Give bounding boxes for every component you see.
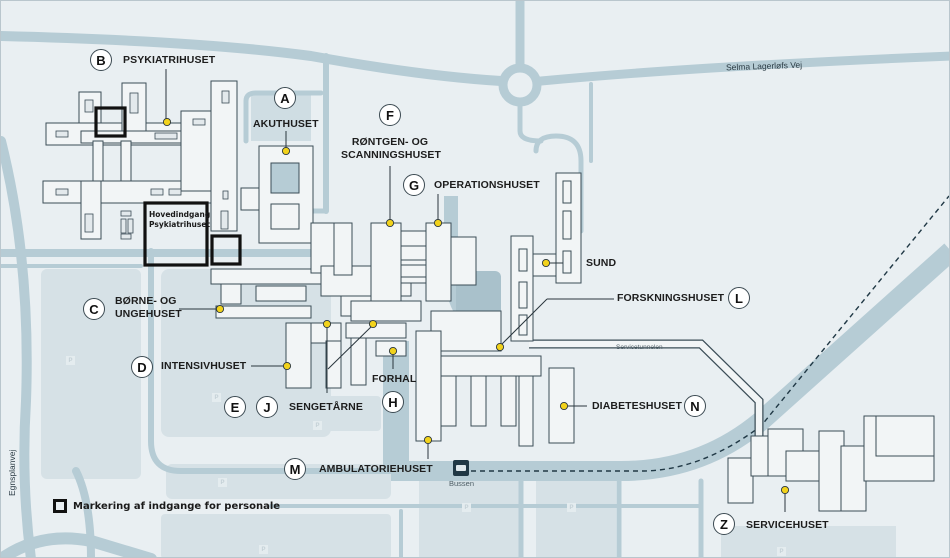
building-markers (162, 117, 790, 495)
label-akuthuset[interactable]: AKUTHUSET (253, 118, 319, 130)
tunnel-label: Servicetunnelen (616, 344, 663, 351)
label-forskningshuset[interactable]: FORSKNINGSHUSET (617, 292, 725, 304)
badge-h[interactable]: H (382, 391, 404, 413)
label-intensivhuset[interactable]: INTENSIVHUSET (161, 360, 247, 372)
label-forhal[interactable]: FORHAL (372, 373, 417, 385)
label-borne-line1: BØRNE- OG (115, 295, 177, 307)
parking-icon: P (259, 545, 268, 554)
label-rontgen[interactable]: RØNTGEN- OG SCANNINGSHUSET (341, 136, 441, 162)
label-rontgen-line2: SCANNINGSHUSET (341, 149, 441, 161)
bus-route-line (471, 195, 949, 472)
badge-j[interactable]: J (256, 396, 278, 418)
bus-icon[interactable] (453, 460, 469, 476)
badge-b[interactable]: B (90, 49, 112, 71)
main-entrance-line1: Hovedindgang (149, 210, 211, 219)
label-diabeteshuset[interactable]: DIABETESHUSET (592, 400, 682, 412)
badge-d[interactable]: D (131, 356, 153, 378)
badge-z[interactable]: Z (713, 513, 735, 535)
building-servicehuset (727, 415, 935, 512)
parking-icon: P (777, 547, 786, 556)
parking-areas (41, 91, 896, 557)
road-label-egnsplan: Egnsplanvej (7, 449, 17, 496)
bus-label: Bussen (449, 479, 475, 488)
legend: Markering af indgange for personale (53, 499, 280, 513)
parking-icon: P (462, 503, 471, 512)
parking-icon: P (218, 478, 227, 487)
badge-a[interactable]: A (274, 87, 296, 109)
badge-m[interactable]: M (284, 458, 306, 480)
entrance-square-icon (53, 499, 67, 513)
bus-icon-glyph (456, 465, 466, 471)
badge-n[interactable]: N (684, 395, 706, 417)
parking-icon: P (66, 356, 75, 365)
label-psykiatrihuset[interactable]: PSYKIATRIHUSET (123, 54, 216, 66)
badge-g[interactable]: G (403, 174, 425, 196)
label-borne[interactable]: BØRNE- OG UNGEHUSET (115, 295, 182, 321)
label-ambulatoriehuset[interactable]: AMBULATORIEHUSET (319, 463, 433, 475)
label-rontgen-line1: RØNTGEN- OG (351, 136, 429, 148)
label-sengetarne[interactable]: SENGETÅRNE (289, 401, 363, 413)
building-windows (55, 90, 230, 240)
parking-icon: P (567, 503, 576, 512)
bus-road (391, 243, 949, 481)
badge-c[interactable]: C (83, 298, 105, 320)
staff-entrance-markers (94, 106, 242, 267)
label-servicehuset[interactable]: SERVICEHUSET (746, 519, 829, 531)
legend-label: Markering af indgange for personale (73, 500, 281, 512)
badge-f[interactable]: F (379, 104, 401, 126)
parking-icon: P (212, 393, 221, 402)
label-operationshuset[interactable]: OPERATIONSHUSET (434, 179, 540, 191)
service-tunnel (529, 340, 763, 441)
main-entrance-label: Hovedindgang Psykiatrihuset (149, 210, 210, 230)
label-borne-line2: UNGEHUSET (115, 308, 182, 320)
main-entrance-line2: Psykiatrihuset (149, 220, 211, 229)
badge-e[interactable]: E (224, 396, 246, 418)
badge-l[interactable]: L (728, 287, 750, 309)
parking-icon: P (313, 421, 322, 430)
label-sund[interactable]: SUND (586, 257, 617, 269)
